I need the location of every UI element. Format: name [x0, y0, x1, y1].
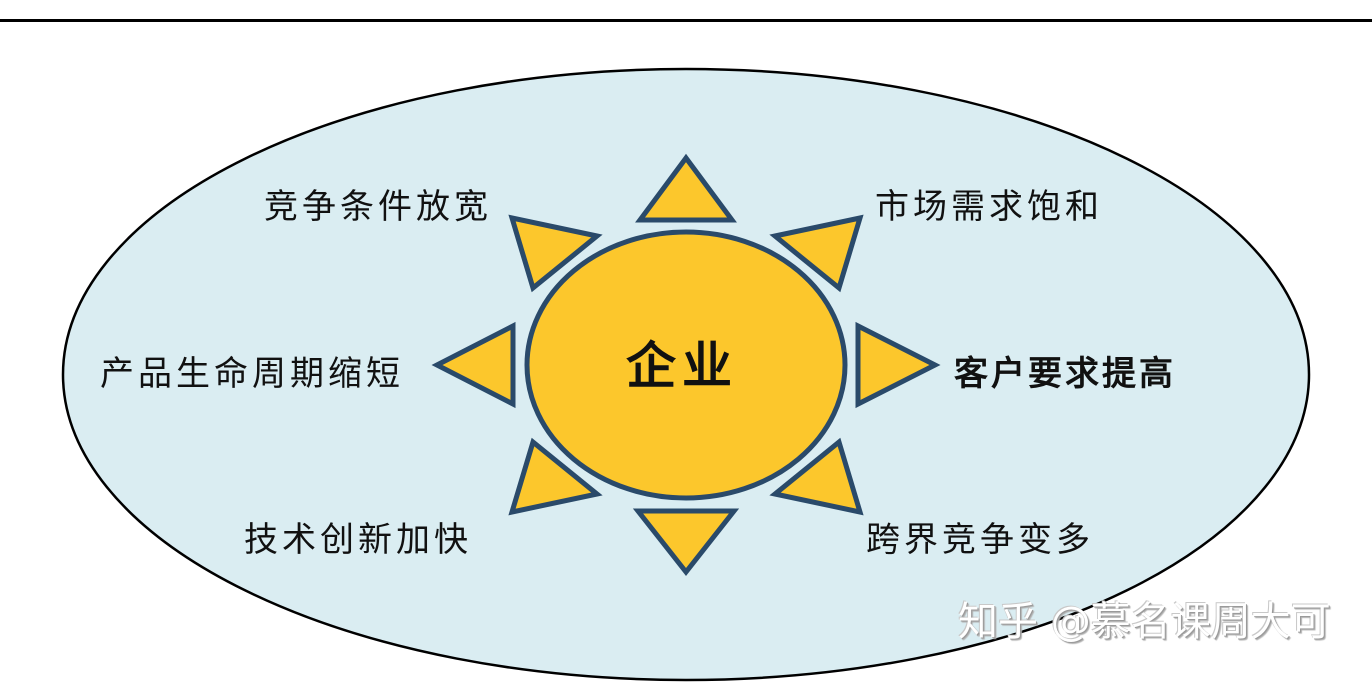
factor-label-top-right: 市场需求饱和 [875, 187, 1103, 227]
factor-label-middle-right: 客户要求提高 [954, 354, 1176, 394]
ray-top-left-icon [508, 214, 603, 293]
watermark-text: 知乎 @慕名课周大可 [958, 599, 1331, 645]
factor-label-bottom-right: 跨界竞争变多 [866, 520, 1094, 560]
ray-left-icon [431, 321, 516, 409]
ray-top-icon [635, 153, 737, 223]
factor-label-bottom-left: 技术创新加快 [244, 520, 472, 560]
ray-bottom-right-icon [769, 437, 864, 516]
sun-rays [431, 153, 941, 577]
sun-core-ellipse [524, 229, 848, 501]
ray-right-icon [855, 321, 941, 409]
ray-top-right-icon [769, 214, 864, 293]
factor-label-top-left: 竞争条件放宽 [264, 187, 492, 227]
ray-bottom-left-icon [508, 437, 603, 516]
top-divider-line [0, 19, 1372, 22]
ray-bottom-icon [632, 508, 740, 577]
center-label-enterprise: 企业 [626, 336, 738, 395]
factor-label-middle-left: 产品生命周期缩短 [100, 354, 404, 394]
